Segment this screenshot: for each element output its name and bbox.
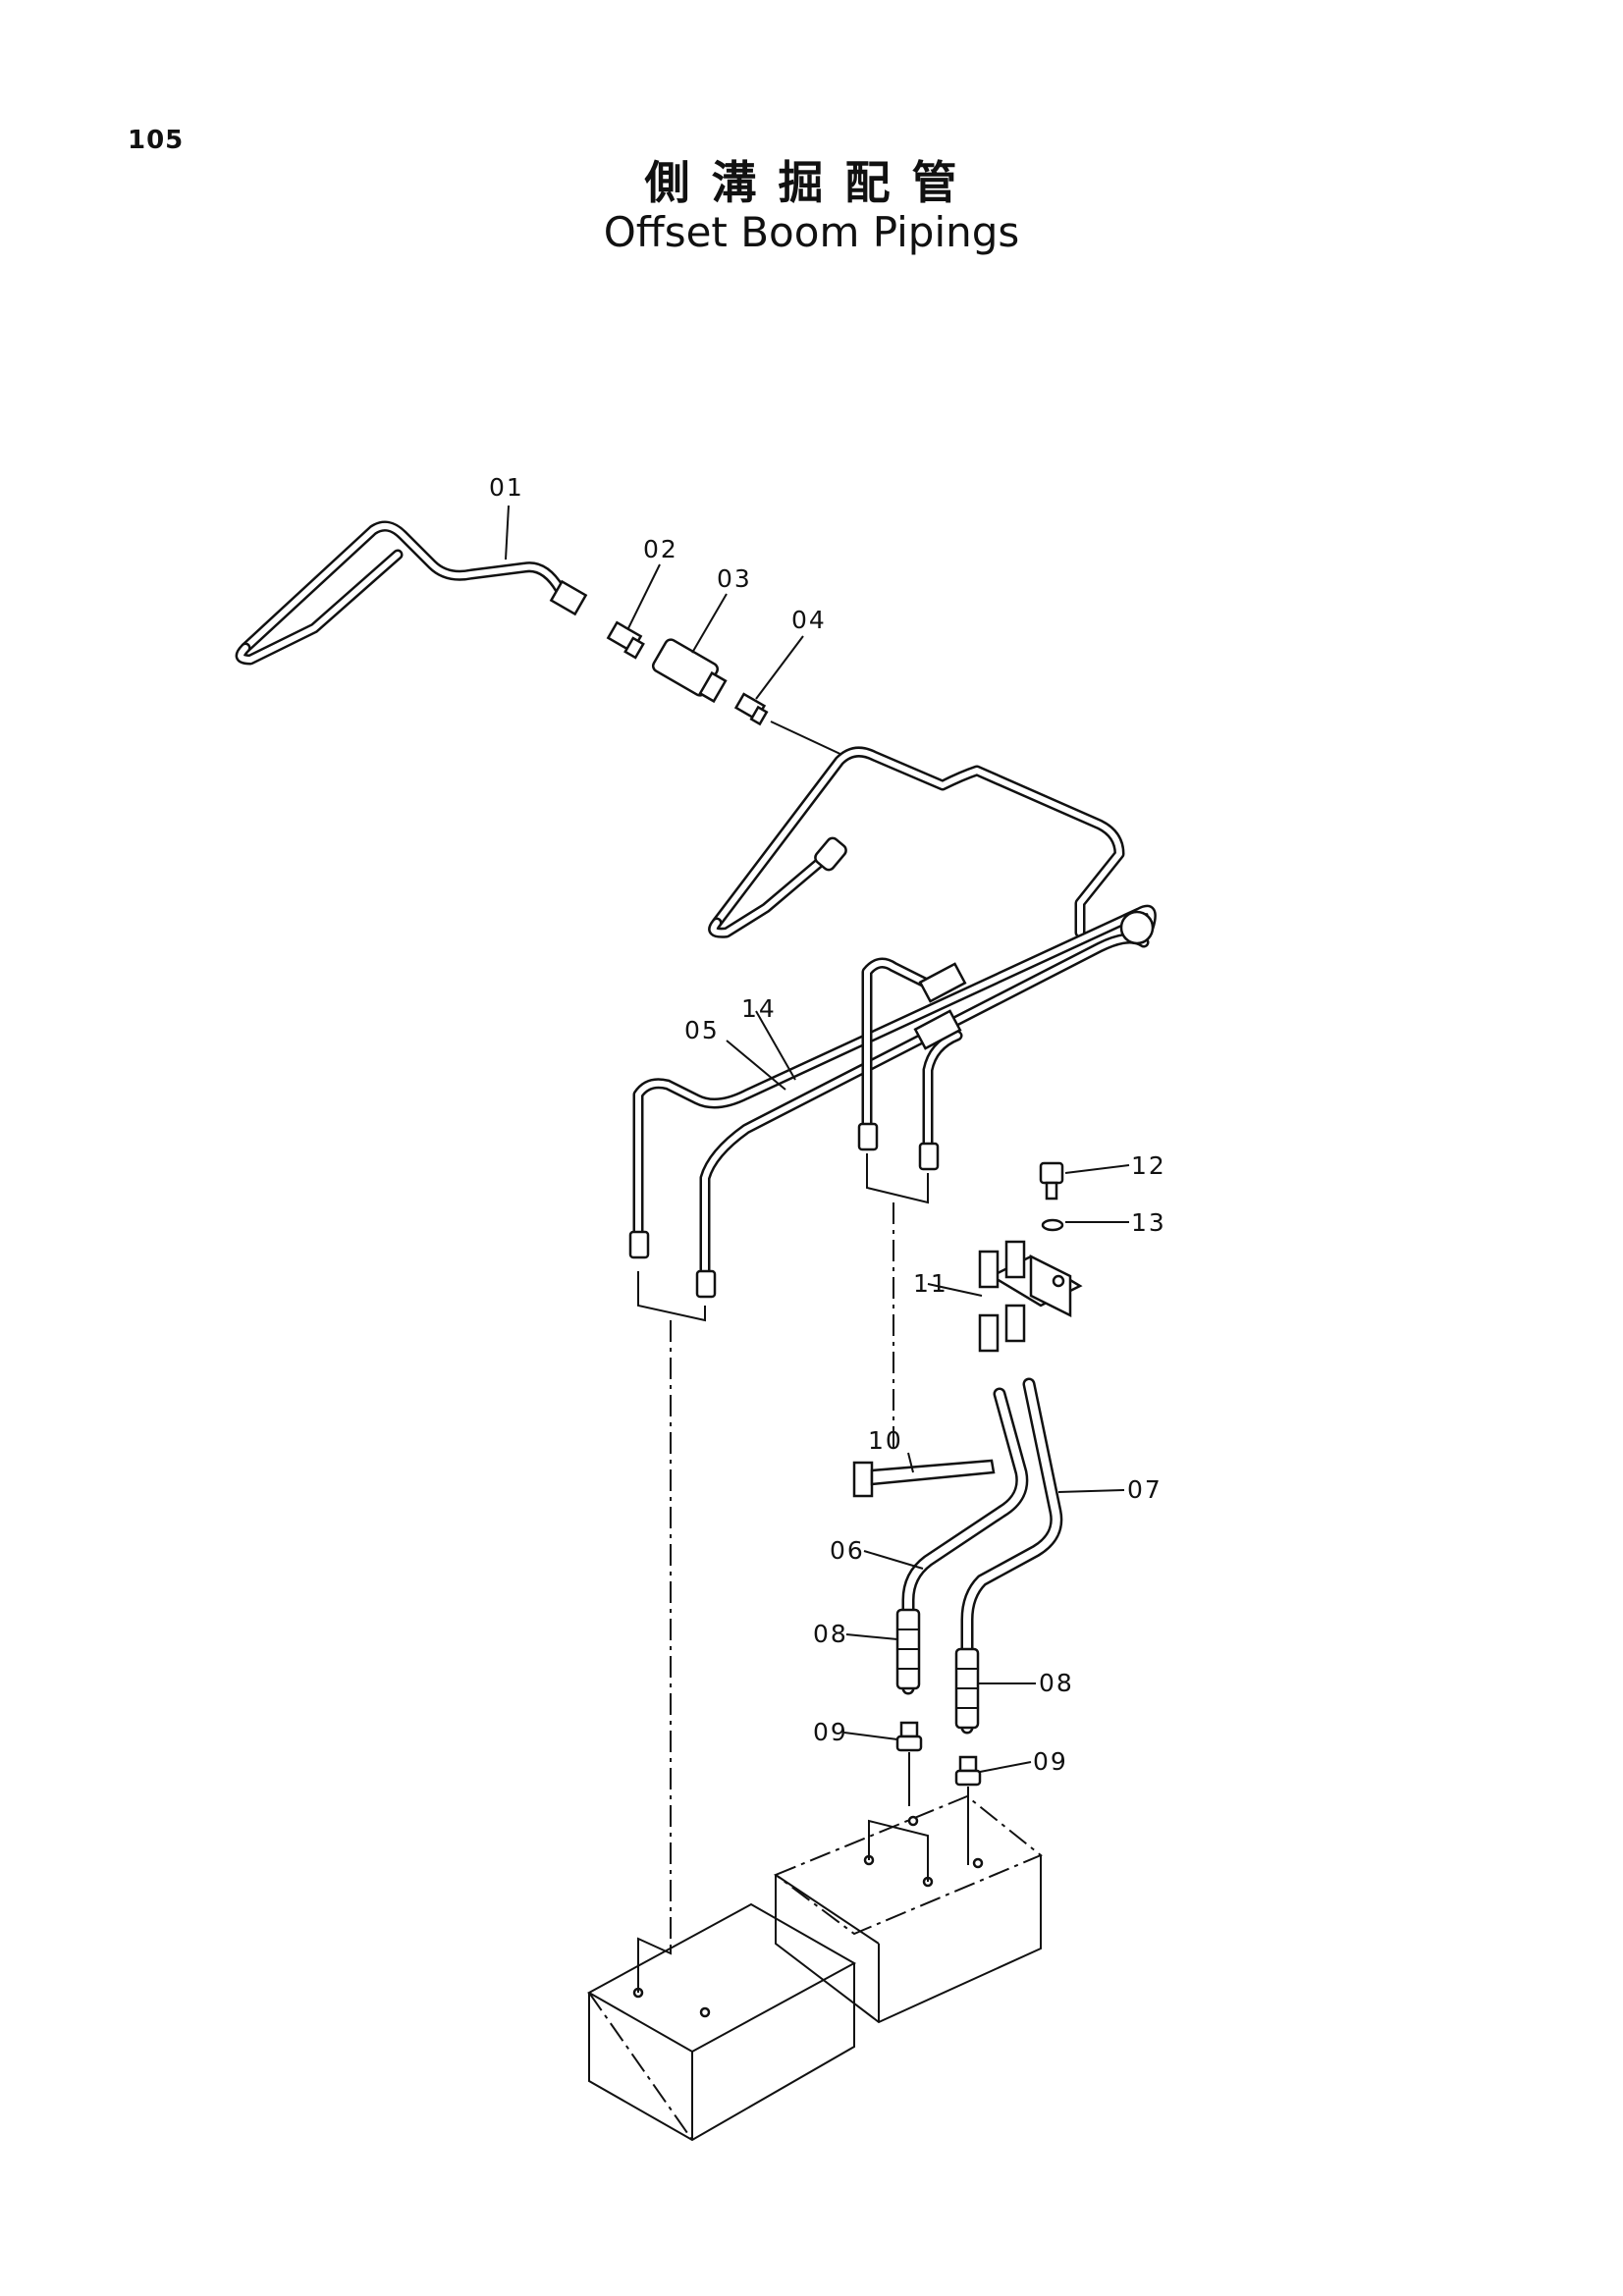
bolt-12 [1039, 1161, 1064, 1201]
callout-05: 05 [684, 1016, 720, 1044]
callout-09b: 09 [1033, 1747, 1068, 1776]
callout-03: 03 [717, 564, 752, 593]
pipe-01 [235, 520, 588, 666]
block-lower-right [773, 1794, 1043, 2024]
callout-10: 10 [868, 1426, 903, 1455]
sleeve-08a [895, 1608, 921, 1690]
hose-06 [901, 1387, 1029, 1695]
valve-03 [651, 638, 728, 704]
callout-08a: 08 [813, 1620, 848, 1648]
fitting-02 [606, 620, 645, 660]
callout-12: 12 [1131, 1151, 1166, 1180]
pipe-assembly-upper [708, 746, 1125, 938]
callout-06: 06 [830, 1536, 865, 1565]
callout-04: 04 [791, 606, 827, 634]
callout-14: 14 [741, 994, 777, 1023]
title-english: Offset Boom Pipings [603, 208, 1020, 256]
tie-band-10 [852, 1459, 996, 1498]
callout-02: 02 [643, 535, 678, 563]
pipe-branches [628, 910, 1155, 1299]
pipe-14 [632, 904, 1157, 1238]
callout-08b: 08 [1039, 1669, 1074, 1697]
hose-07 [960, 1377, 1063, 1735]
callout-11: 11 [913, 1269, 948, 1298]
fitting-04 [733, 692, 769, 726]
callout-09a: 09 [813, 1718, 848, 1746]
fitting-09a [895, 1721, 923, 1752]
page-number: 105 [128, 126, 185, 155]
fitting-09b [954, 1755, 982, 1787]
title-japanese: 側溝掘配管 [644, 156, 979, 209]
washer-13 [1041, 1218, 1064, 1232]
block-11 [978, 1240, 1083, 1353]
callout-01: 01 [489, 473, 524, 502]
block-lower-left [586, 1902, 857, 2142]
callout-13: 13 [1131, 1208, 1166, 1237]
sleeve-08b [954, 1647, 980, 1730]
callout-07: 07 [1127, 1475, 1163, 1504]
leader-lines [505, 505, 1130, 1773]
